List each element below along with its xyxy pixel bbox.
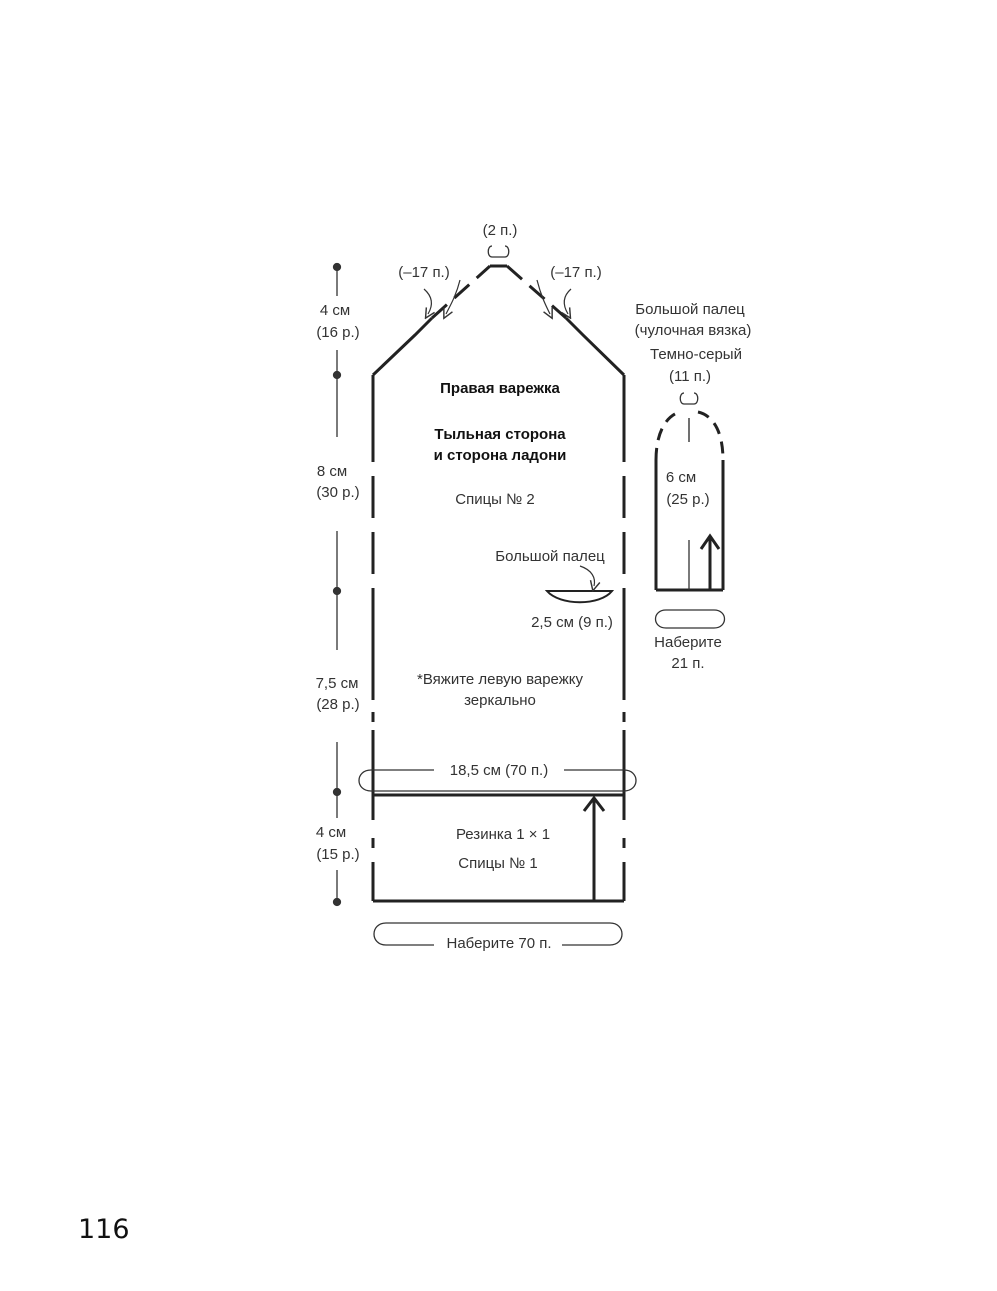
thumb-position-label: Большой палец <box>495 548 605 565</box>
thumb-cast-on-bracket <box>654 609 726 629</box>
cast-on-bracket <box>373 922 623 946</box>
decrease-arrow-left <box>423 288 431 314</box>
mirror-note-line2: зеркально <box>464 692 536 709</box>
width-label: 18,5 см (70 п.) <box>449 762 549 779</box>
dimension-dot <box>332 262 342 272</box>
decrease-left-label: (–17 п.) <box>398 264 450 281</box>
thumb-width-label: 2,5 см (9 п.) <box>531 614 613 631</box>
thumb-title-line2: (чулочная вязка) <box>634 322 752 339</box>
mitten-title: Правая варежка <box>440 380 560 397</box>
mirror-note-line1: *Вяжите левую варежку <box>417 671 583 688</box>
cast-on-label: Наберите 70 п. <box>446 935 552 952</box>
height-label-cm: 7,5 см <box>315 675 359 692</box>
thumb-top-stitches-label: (11 п.) <box>668 368 712 385</box>
thumb-cast-on-line2: 21 п. <box>671 655 705 672</box>
thumb-top-bracket <box>679 392 699 405</box>
height-label-rows: (30 р.) <box>316 484 360 501</box>
top-bracket <box>487 245 510 258</box>
thumb-pointer-arrow <box>579 565 594 586</box>
thumb-direction-arrow <box>699 533 721 590</box>
decrease-right-label: (–17 п.) <box>550 264 602 281</box>
needles-rib-label: Спицы № 1 <box>458 855 538 872</box>
decrease-arrow-right-2 <box>536 279 550 314</box>
height-label-cm: 4 см <box>315 824 347 841</box>
height-label-rows: (16 р.) <box>316 324 360 341</box>
dimension-dot <box>332 897 342 907</box>
direction-arrow <box>582 795 606 901</box>
top-stitches-label: (2 п.) <box>482 222 518 239</box>
height-label-cm: 8 см <box>316 463 348 480</box>
thumb-title-line1: Большой палец <box>635 301 745 318</box>
thumb-cast-on-line1: Наберите <box>654 634 722 651</box>
thumb-opening <box>544 590 615 604</box>
page-number: 116 <box>78 1214 130 1245</box>
decrease-arrow-right <box>564 288 572 314</box>
dimension-dot <box>332 370 342 380</box>
needles-main-label: Спицы № 2 <box>455 491 535 508</box>
height-label-rows: (15 р.) <box>316 846 360 863</box>
height-label-rows: (28 р.) <box>316 696 360 713</box>
rib-label: Резинка 1 × 1 <box>455 826 551 843</box>
thumb-height-cm: 6 см <box>665 469 697 486</box>
height-dimension-line <box>332 262 342 907</box>
width-bracket <box>358 769 637 792</box>
height-label-cm: 4 см <box>319 302 351 319</box>
mitten-subtitle-line2: и сторона ладони <box>433 447 567 464</box>
decrease-arrow-left-2 <box>446 279 461 314</box>
mitten-outline <box>371 264 626 903</box>
thumb-height-rows: (25 р.) <box>666 491 710 508</box>
dimension-dot <box>332 787 342 797</box>
dimension-dot <box>332 586 342 596</box>
thumb-color-label: Темно-серый <box>650 346 742 363</box>
mitten-subtitle-line1: Тыльная сторона <box>434 426 566 443</box>
